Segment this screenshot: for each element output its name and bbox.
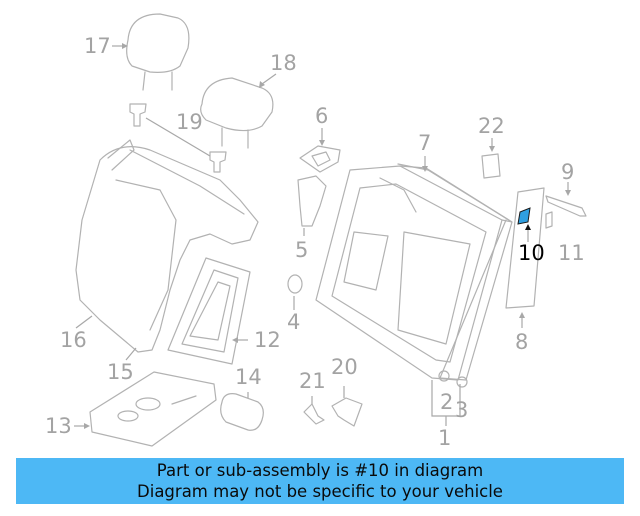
info-banner: Part or sub-assembly is #10 in diagram D… — [16, 458, 624, 504]
callout-9: 9 — [561, 160, 575, 184]
callout-11: 11 — [558, 241, 585, 265]
callout-13: 13 — [45, 414, 72, 438]
fastener-3 — [456, 376, 468, 388]
callout-21: 21 — [299, 369, 326, 393]
clip-21 — [303, 403, 325, 425]
panel-8 — [505, 187, 545, 309]
callout-20: 20 — [331, 355, 358, 379]
seatback-frame — [315, 165, 513, 381]
callout-10: 10 — [518, 241, 545, 265]
bracket-20 — [331, 397, 363, 427]
part-10-highlighted — [517, 207, 531, 225]
callout-19: 19 — [176, 110, 203, 134]
banner-line-1: Part or sub-assembly is #10 in diagram — [156, 461, 484, 480]
headrest-right — [200, 77, 274, 149]
fastener-2 — [438, 370, 450, 382]
callout-6: 6 — [315, 104, 329, 128]
callout-15: 15 — [107, 360, 134, 384]
armrest-13 — [89, 371, 217, 447]
callout-5: 5 — [295, 238, 309, 262]
strip-9 — [545, 195, 587, 217]
callout-22: 22 — [478, 114, 505, 138]
center-armrest-frame — [167, 257, 251, 365]
banner-line-2: Diagram may not be specific to your vehi… — [137, 482, 503, 501]
latch-6 — [299, 145, 341, 173]
callout-7: 7 — [418, 131, 432, 155]
callout-14: 14 — [235, 365, 262, 389]
back-panel — [397, 163, 513, 381]
callout-2: 2 — [440, 390, 454, 414]
part-11 — [545, 211, 553, 229]
callout-8: 8 — [515, 330, 529, 354]
headrest-guides — [129, 103, 227, 173]
pad-14 — [220, 393, 264, 431]
callout-12: 12 — [254, 328, 281, 352]
seatback-cushion — [75, 139, 259, 353]
bushing-4 — [287, 274, 303, 294]
hinge-5 — [297, 175, 327, 227]
part-22 — [481, 153, 501, 179]
callout-1: 1 — [438, 426, 452, 450]
callout-16: 16 — [60, 328, 87, 352]
callout-4: 4 — [287, 310, 301, 334]
callout-18: 18 — [270, 51, 297, 75]
leader-lines — [74, 43, 571, 429]
callout-3: 3 — [455, 398, 469, 422]
headrest-left — [126, 13, 190, 91]
callout-17: 17 — [84, 34, 111, 58]
